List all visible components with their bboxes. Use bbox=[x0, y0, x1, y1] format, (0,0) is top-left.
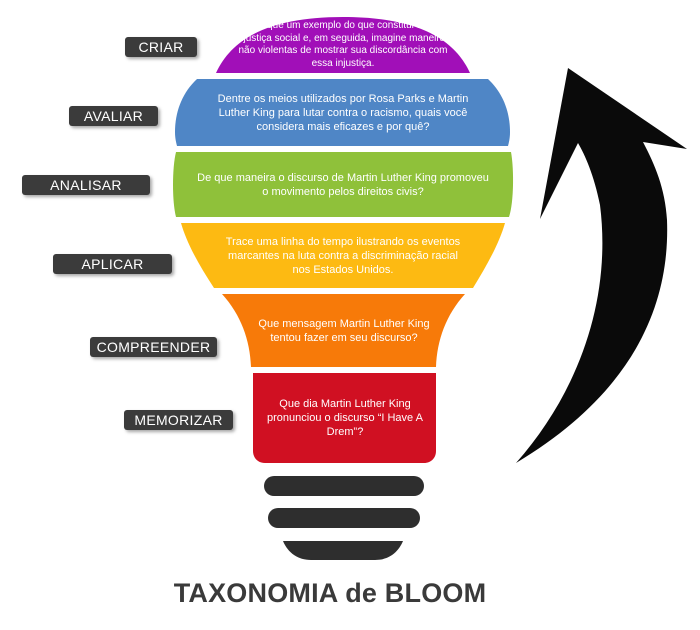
question-analisar-text: De que maneira o discurso de Martin Luth… bbox=[197, 171, 489, 198]
question-aplicar: Trace uma linha do tempo ilustrando os e… bbox=[205, 224, 481, 287]
question-criar: Busque um exemplo do que constitui uma i… bbox=[224, 17, 462, 73]
question-memorizar: Que dia Martin Luther King pronunciou o … bbox=[262, 374, 428, 462]
question-compreender-text: Que mensagem Martin Luther King tentou f… bbox=[258, 317, 430, 344]
question-criar-text: Busque um exemplo do que constitui uma i… bbox=[235, 20, 451, 69]
question-aplicar-text: Trace uma linha do tempo ilustrando os e… bbox=[225, 235, 461, 276]
band-analisar bbox=[173, 152, 514, 217]
band-compreender bbox=[222, 294, 465, 367]
bulb-base-ring-2 bbox=[268, 508, 420, 528]
band-memorizar bbox=[253, 373, 436, 463]
question-avaliar-text: Dentre os meios utilizados por Rosa Park… bbox=[217, 92, 469, 133]
bulb-base-tip bbox=[283, 541, 403, 560]
level-label-memorizar: MEMORIZAR bbox=[124, 410, 233, 430]
bulb-base-ring-1 bbox=[264, 476, 424, 496]
upward-arrow bbox=[516, 68, 687, 463]
question-analisar: De que maneira o discurso de Martin Luth… bbox=[182, 153, 504, 216]
level-label-criar: CRIAR bbox=[125, 37, 197, 57]
question-avaliar: Dentre os meios utilizados por Rosa Park… bbox=[197, 80, 489, 145]
question-memorizar-text: Que dia Martin Luther King pronunciou o … bbox=[267, 398, 423, 438]
band-criar bbox=[216, 17, 470, 73]
level-label-compreender: COMPREENDER bbox=[90, 337, 217, 357]
band-avaliar bbox=[175, 79, 510, 146]
band-aplicar bbox=[181, 223, 505, 288]
question-compreender: Que mensagem Martin Luther King tentou f… bbox=[252, 295, 436, 366]
level-label-avaliar: AVALIAR bbox=[69, 106, 158, 126]
level-label-aplicar: APLICAR bbox=[53, 254, 172, 274]
level-label-analisar: ANALISAR bbox=[22, 175, 150, 195]
page-title: TAXONOMIA de BLOOM bbox=[173, 578, 487, 608]
